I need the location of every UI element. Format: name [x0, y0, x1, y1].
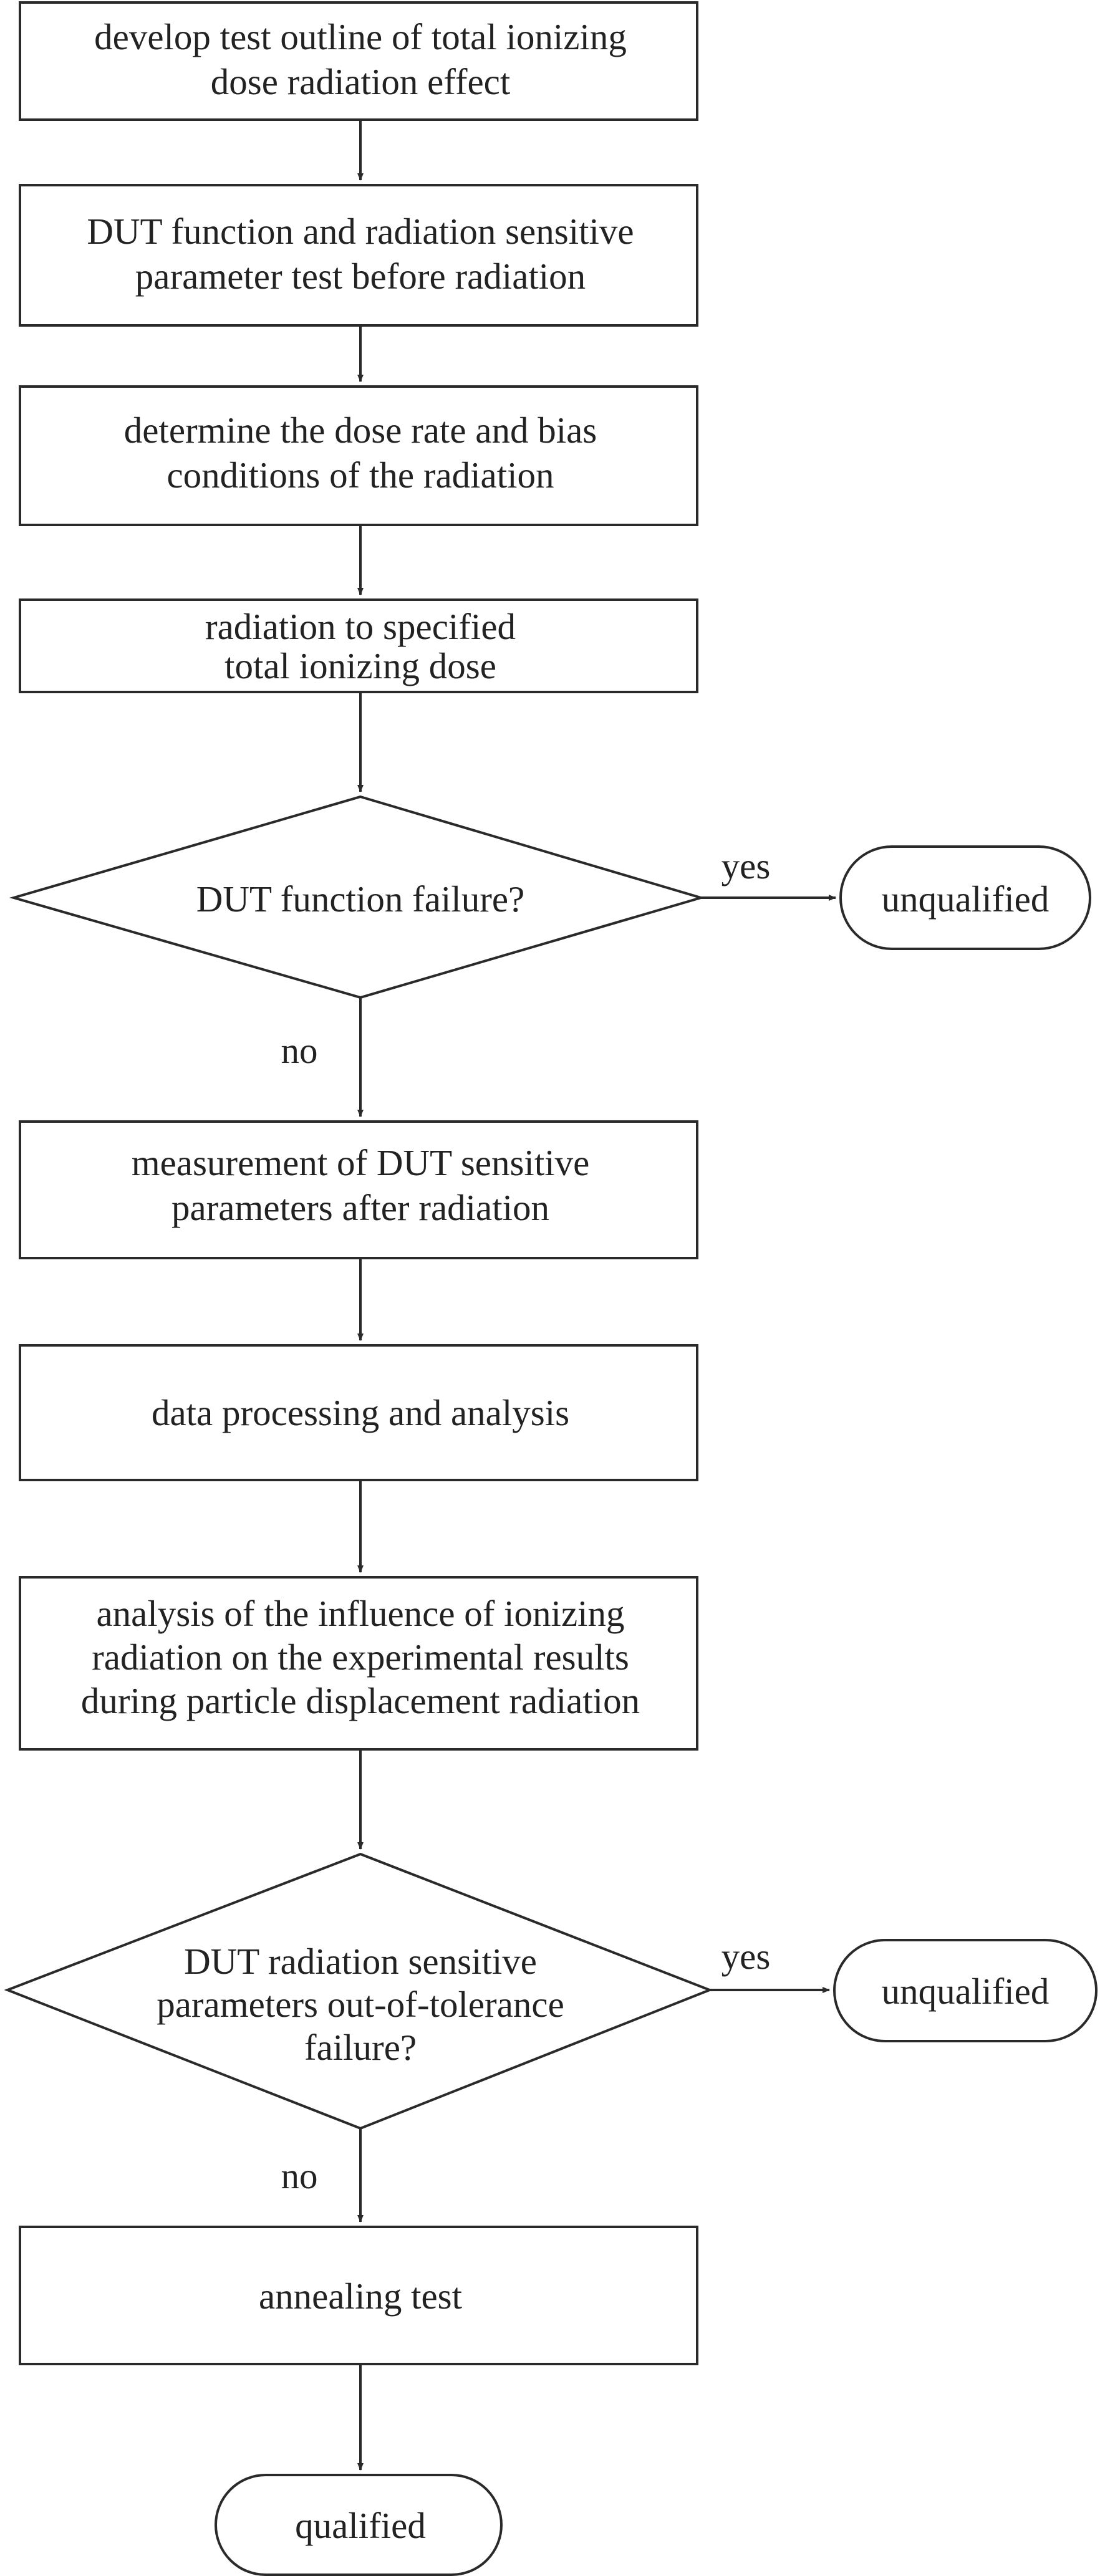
- decision-tolerance-failure-line-3: failure?: [304, 2027, 417, 2068]
- node-influence-analysis-line-3: during particle displacement radiation: [81, 1680, 640, 1721]
- connectors: [357, 120, 836, 2471]
- node-data-processing: data processing and analysis: [19, 1344, 698, 1481]
- node-determine-conditions-line-2: conditions of the radiation: [167, 454, 554, 496]
- node-radiation-to-dose-line-1: radiation to specified: [205, 606, 516, 647]
- edge-label-yes-1: yes: [721, 845, 771, 887]
- edge-label-no-2: no: [281, 2155, 318, 2196]
- terminal-qualified-label: qualified: [295, 2505, 426, 2546]
- node-determine-conditions: determine the dose rate and bias conditi…: [19, 385, 698, 526]
- terminal-unqualified-1: unqualified: [839, 845, 1091, 950]
- node-annealing-line-1: annealing test: [259, 2276, 463, 2317]
- node-measurement-line-1: measurement of DUT sensitive: [132, 1142, 590, 1183]
- node-radiation-to-dose-line-2: total ionizing dose: [224, 645, 496, 686]
- node-determine-conditions-line-1: determine the dose rate and bias: [124, 410, 597, 451]
- node-pre-radiation-test-line-2: parameter test before radiation: [135, 256, 586, 297]
- node-radiation-to-dose: radiation to specified total ionizing do…: [19, 598, 698, 693]
- node-develop-outline-line-1: develop test outline of total ionizing: [94, 16, 627, 57]
- decision-function-failure: DUT function failure?: [9, 795, 706, 999]
- node-develop-outline: develop test outline of total ionizing d…: [19, 1, 698, 121]
- node-measurement-line-2: parameters after radiation: [171, 1187, 549, 1228]
- edge-label-no-1: no: [281, 1030, 318, 1071]
- node-influence-analysis-line-2: radiation on the experimental results: [92, 1636, 629, 1678]
- node-influence-analysis-line-1: analysis of the influence of ionizing: [96, 1593, 624, 1634]
- terminal-unqualified-1-label: unqualified: [882, 878, 1050, 920]
- node-pre-radiation-test-line-1: DUT function and radiation sensitive: [87, 211, 634, 252]
- node-pre-radiation-test: DUT function and radiation sensitive par…: [19, 184, 698, 327]
- decision-tolerance-failure-line-1: DUT radiation sensitive: [184, 1941, 537, 1982]
- node-develop-outline-line-2: dose radiation effect: [211, 61, 511, 102]
- terminal-qualified: qualified: [215, 2474, 503, 2576]
- node-data-processing-line-1: data processing and analysis: [152, 1392, 569, 1433]
- decision-function-failure-line-1: DUT function failure?: [196, 878, 524, 920]
- edge-label-yes-2: yes: [721, 1936, 771, 1977]
- decision-tolerance-failure-line-2: parameters out-of-tolerance: [157, 1984, 564, 2025]
- node-measurement: measurement of DUT sensitive parameters …: [19, 1120, 698, 1259]
- node-influence-analysis: analysis of the influence of ionizing ra…: [19, 1576, 698, 1751]
- terminal-unqualified-2-label: unqualified: [882, 1971, 1050, 2012]
- terminal-unqualified-2: unqualified: [833, 1939, 1098, 2042]
- node-annealing: annealing test: [19, 2226, 698, 2365]
- decision-tolerance-failure: DUT radiation sensitive parameters out-o…: [4, 1852, 713, 2130]
